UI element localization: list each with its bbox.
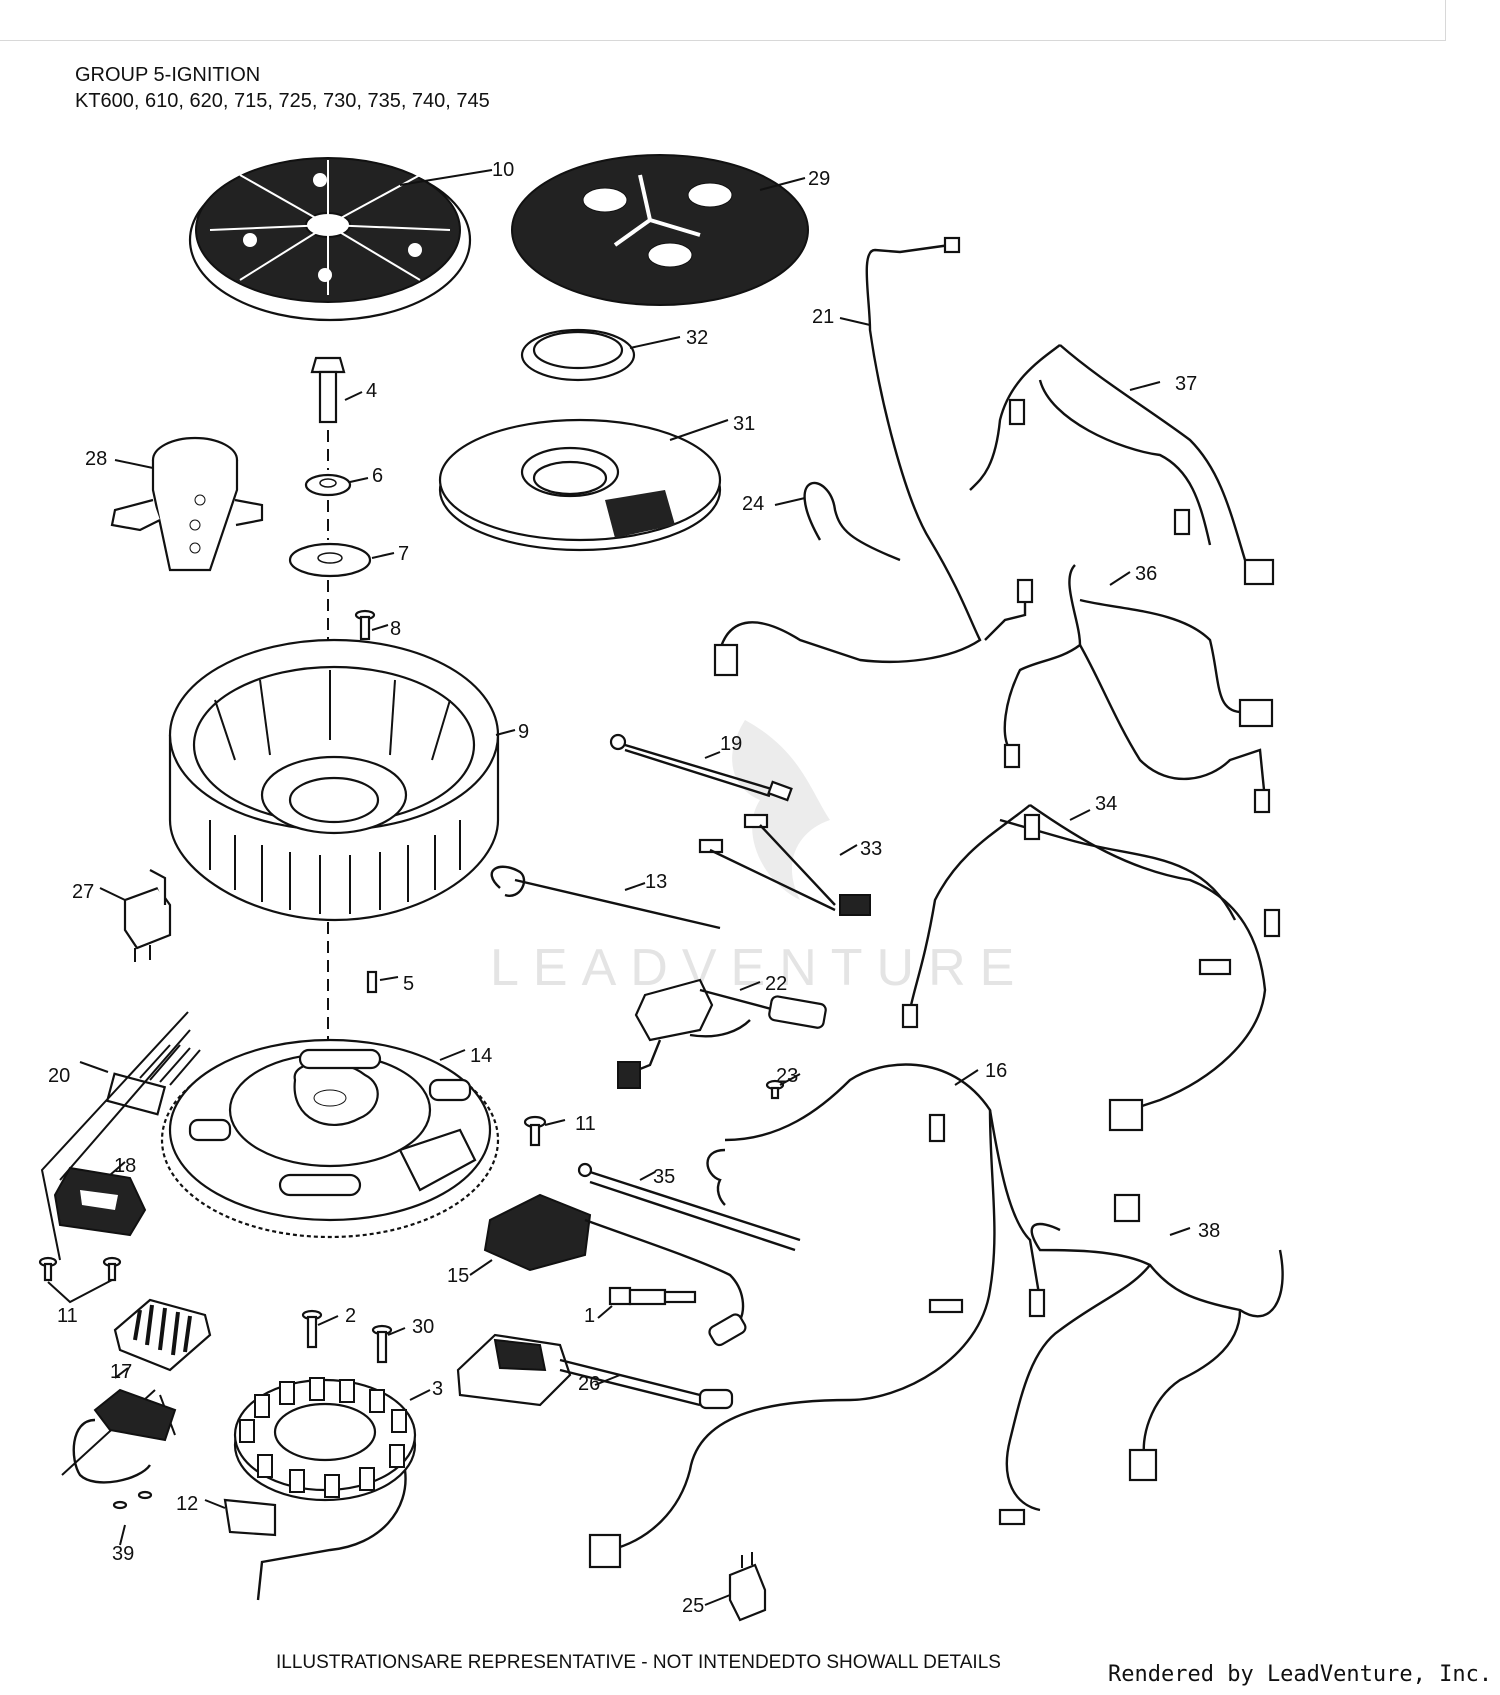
watermark-text: LEADVENTURE bbox=[490, 939, 1028, 997]
part-6-washer bbox=[304, 473, 369, 497]
part-11-screws-left bbox=[38, 1256, 122, 1304]
callout-16: 16 bbox=[985, 1060, 1007, 1082]
part-34-wiring-harness bbox=[901, 804, 1281, 1132]
callout-34: 34 bbox=[1095, 793, 1117, 815]
part-16-wiring-harness bbox=[588, 1063, 1046, 1569]
watermark: LEADVENTURE bbox=[490, 720, 1028, 997]
callout-21: 21 bbox=[812, 306, 834, 328]
part-10-grille-screen bbox=[188, 157, 493, 322]
part-5-key bbox=[366, 970, 399, 994]
part-1-spark-plug bbox=[597, 1286, 697, 1319]
callout-31: 31 bbox=[733, 413, 755, 435]
model-list: KT600, 610, 620, 715, 725, 730, 735, 740… bbox=[75, 90, 490, 112]
part-25-relay bbox=[704, 1552, 767, 1622]
part-39-regulator-leads bbox=[61, 1388, 177, 1546]
callout-8: 8 bbox=[390, 618, 401, 640]
callout-29: 29 bbox=[808, 168, 830, 190]
part-13-cable-tie bbox=[490, 865, 721, 930]
callout-26: 26 bbox=[578, 1373, 600, 1395]
group-title: GROUP 5-IGNITION bbox=[75, 64, 261, 86]
callout-10: 10 bbox=[492, 159, 514, 181]
part-31-cover bbox=[438, 418, 729, 552]
part-17-regulator bbox=[113, 1298, 212, 1379]
callout-23: 23 bbox=[776, 1065, 798, 1087]
part-11-bolt-center bbox=[523, 1115, 566, 1147]
callout-5: 5 bbox=[403, 973, 414, 995]
callout-24: 24 bbox=[742, 493, 764, 515]
callout-33: 33 bbox=[860, 838, 882, 860]
callout-20: 20 bbox=[48, 1065, 70, 1087]
callout-13: 13 bbox=[645, 871, 667, 893]
callout-9: 9 bbox=[518, 721, 529, 743]
callout-labels: 10 29 21 32 4 37 31 28 6 24 7 36 8 9 19 … bbox=[48, 159, 1220, 1617]
part-29-debris-screen bbox=[511, 154, 809, 306]
callout-35: 35 bbox=[653, 1166, 675, 1188]
part-35-lead bbox=[577, 1162, 801, 1252]
callout-3: 3 bbox=[432, 1378, 443, 1400]
part-18-rectifier bbox=[53, 1161, 147, 1237]
part-8-screw bbox=[354, 609, 389, 641]
part-9-flywheel-fan bbox=[168, 638, 516, 922]
part-28-bracket bbox=[110, 436, 264, 572]
part-33-harness-adapter bbox=[698, 813, 871, 916]
part-4-bolt bbox=[310, 356, 363, 424]
part-12-bracket bbox=[204, 1498, 277, 1537]
callout-39: 39 bbox=[112, 1543, 134, 1565]
callout-37: 37 bbox=[1175, 373, 1197, 395]
part-23-screw bbox=[765, 1073, 801, 1100]
disclaimer-footer: ILLUSTRATIONSARE REPRESENTATIVE - NOT IN… bbox=[276, 1652, 1001, 1673]
part-19-ground-lead bbox=[609, 733, 793, 802]
callout-15: 15 bbox=[447, 1265, 469, 1287]
part-7-retainer bbox=[288, 542, 395, 578]
callout-18: 18 bbox=[114, 1155, 136, 1177]
callout-17: 17 bbox=[110, 1361, 132, 1383]
page-frame bbox=[0, 0, 1446, 41]
part-38-wiring-harness bbox=[998, 1193, 1284, 1526]
callout-30: 30 bbox=[412, 1316, 434, 1338]
callout-28: 28 bbox=[85, 448, 107, 470]
callout-4: 4 bbox=[366, 380, 377, 402]
callout-2: 2 bbox=[345, 1305, 356, 1327]
part-27-relay bbox=[99, 869, 172, 962]
part-26-module-lead bbox=[456, 1333, 734, 1410]
callout-11-left: 11 bbox=[57, 1305, 78, 1327]
callout-12: 12 bbox=[176, 1493, 198, 1515]
callout-14: 14 bbox=[470, 1045, 492, 1067]
callout-7: 7 bbox=[398, 543, 409, 565]
render-credit: Rendered by LeadVenture, Inc. bbox=[1108, 1662, 1493, 1687]
part-30-screw bbox=[371, 1324, 406, 1364]
callout-36: 36 bbox=[1135, 563, 1157, 585]
part-15-ignition-coil bbox=[469, 1193, 747, 1347]
part-32-seal bbox=[520, 328, 681, 382]
part-14-ring-gear-flywheel bbox=[160, 1038, 500, 1239]
part-24-cable-tie bbox=[774, 481, 901, 562]
part-3-stator bbox=[233, 1377, 431, 1601]
callout-11-center: 11 bbox=[575, 1113, 596, 1135]
callout-1: 1 bbox=[584, 1305, 595, 1327]
part-20-connector bbox=[40, 1011, 201, 1261]
part-2-screw bbox=[301, 1309, 339, 1349]
callout-19: 19 bbox=[720, 733, 742, 755]
callout-27: 27 bbox=[72, 881, 94, 903]
callout-32: 32 bbox=[686, 327, 708, 349]
part-22-ignition-module bbox=[617, 978, 827, 1089]
part-36-wiring-harness bbox=[1003, 564, 1274, 814]
part-21-lead-wire bbox=[713, 236, 1034, 677]
callout-25: 25 bbox=[682, 1595, 704, 1617]
callout-6: 6 bbox=[372, 465, 383, 487]
callout-22: 22 bbox=[765, 973, 787, 995]
callout-38: 38 bbox=[1198, 1220, 1220, 1242]
part-37-wiring-harness bbox=[969, 344, 1275, 586]
diagram-header: GROUP 5-IGNITION KT600, 610, 620, 715, 7… bbox=[75, 62, 490, 114]
